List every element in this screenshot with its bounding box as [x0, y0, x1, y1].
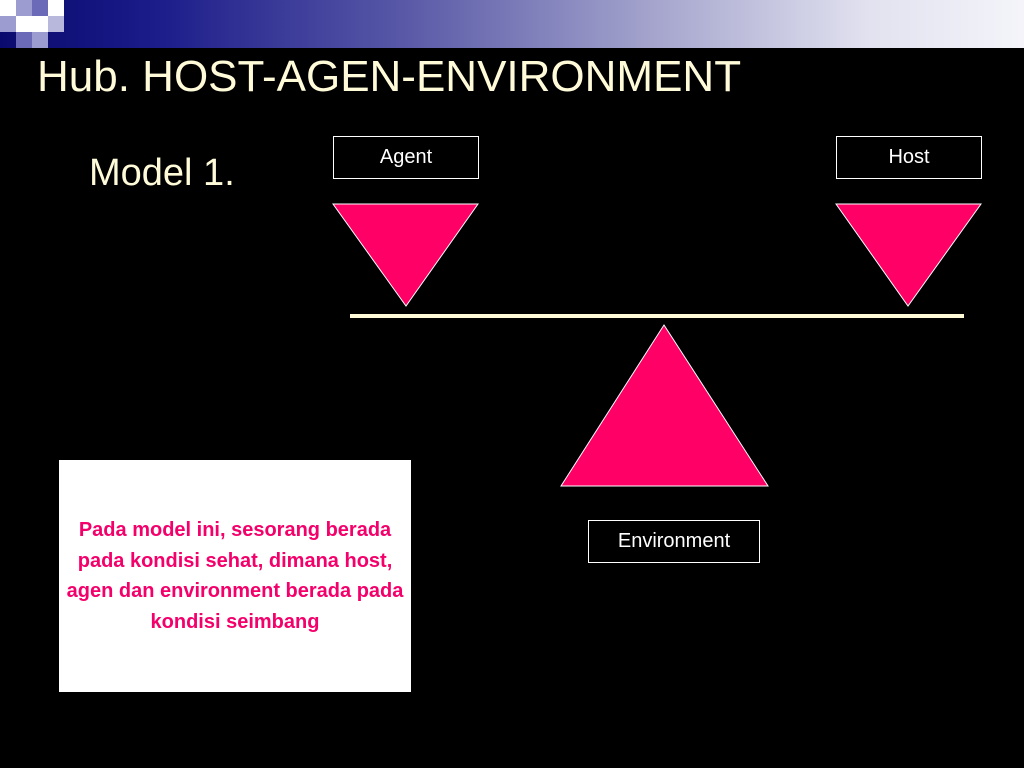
header-band [0, 0, 1024, 48]
agent-weight-triangle [332, 203, 479, 307]
host-label-box: Host [836, 136, 982, 179]
decorative-squares-icon [0, 0, 64, 48]
page-title: Hub. HOST-AGEN-ENVIRONMENT [37, 52, 742, 101]
environment-fulcrum-triangle [560, 324, 769, 487]
model-label: Model 1. [89, 152, 235, 194]
host-weight-triangle [835, 203, 982, 307]
environment-label-box: Environment [588, 520, 760, 563]
note-text: Pada model ini, sesorang berada pada kon… [66, 519, 404, 633]
agent-label-box: Agent [333, 136, 479, 179]
note-box: Pada model ini, sesorang berada pada kon… [59, 460, 411, 692]
